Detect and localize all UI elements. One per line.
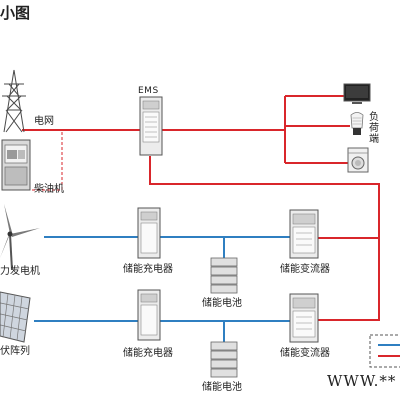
wind-turbine-icon [0,204,40,271]
washing-machine-icon [347,147,369,173]
row1-charger-label: 储能充电器 [123,264,173,275]
light-bulb-icon [350,112,364,135]
battery-stack-icon [210,257,238,294]
charger-cabinet-icon [137,289,161,341]
wind-label: 力发电机 [0,266,40,277]
load-label: 负荷端 [369,112,379,145]
row1-converter-label: 储能变流器 [280,264,330,275]
diesel-dashed-line [30,132,63,191]
row1-battery-label: 储能电池 [202,298,242,309]
battery-stack-icon [210,341,238,378]
charger-cabinet-icon [137,207,161,259]
transmission-tower-icon [2,69,26,133]
row2-converter-label: 储能变流器 [280,348,330,359]
ems-cabinet-icon [139,96,163,156]
watermark: WWW.** [327,372,397,390]
ems-label: EMS [138,86,159,96]
tv-icon [343,83,371,104]
converter-cabinet-icon [289,293,319,343]
ac-bus-row2 [318,238,380,321]
grid-label: 电网 [34,116,54,127]
converter-cabinet-icon [289,209,319,259]
pv-label: 伏阵列 [0,346,30,357]
diesel-label: 柴油机 [34,184,64,195]
generator-icon [1,139,31,191]
legend-box [369,334,400,368]
title-fragment: 小图 [0,4,31,22]
solar-panel-icon [0,291,31,343]
ems-ac-bus [149,156,380,239]
row2-battery-label: 储能电池 [202,382,242,393]
row2-charger-label: 储能充电器 [123,348,173,359]
